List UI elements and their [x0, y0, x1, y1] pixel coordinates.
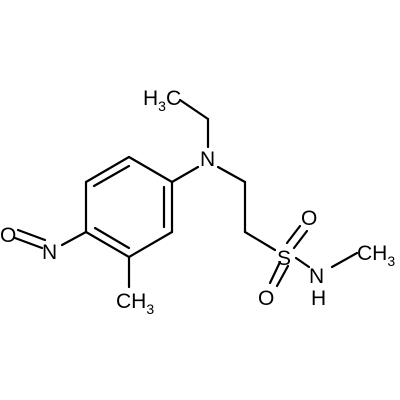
nitroso-double-bond-a	[13, 236, 44, 250]
sulfur-oxygen-bottom-bond-a	[268, 260, 282, 285]
sulfonyl-oxygen-top-label: O	[301, 207, 317, 230]
sulfonamide-h-label: H	[311, 287, 326, 310]
ring-bond-2	[127, 155, 174, 184]
ring-to-amine-bond	[170, 165, 200, 184]
sulfur-label: S	[277, 247, 291, 270]
ring-bond-5	[84, 230, 131, 259]
bonds	[13, 98, 359, 289]
methyl-top-label: H3C	[143, 87, 181, 114]
sulfur-oxygen-bottom-bond-b	[275, 264, 290, 288]
nitroso-oxygen-label: O	[0, 224, 16, 247]
ring-bond-1	[84, 155, 131, 184]
ring-double-bond-left	[93, 226, 131, 250]
nh-to-methyl-bond	[330, 251, 359, 269]
sulfonyl-oxygen-bottom-label: O	[258, 287, 274, 310]
atom-labels: H3C N O N S O O N H CH3 CH3	[0, 87, 395, 317]
sulfonamide-n-label: N	[309, 265, 324, 288]
chain-to-sulfur-bond	[243, 230, 277, 252]
sulfur-oxygen-top-bond-b	[292, 229, 309, 250]
ring-to-nitroso-bond	[60, 230, 88, 247]
sulfur-oxygen-top-bond-a	[285, 224, 302, 245]
methyl-right-label: CH3	[357, 242, 395, 269]
ring-double-bond-top	[92, 164, 131, 188]
amine-to-chain-bond	[216, 165, 247, 184]
amine-n-label: N	[200, 148, 215, 171]
ring-bond-4	[127, 230, 174, 259]
ring-methyl-label: CH3	[116, 290, 154, 317]
nitroso-n-label: N	[42, 241, 57, 264]
ethyl-bond	[178, 98, 210, 121]
nitroso-double-bond-b	[16, 228, 47, 242]
sulfur-to-nh-bond	[294, 256, 311, 269]
